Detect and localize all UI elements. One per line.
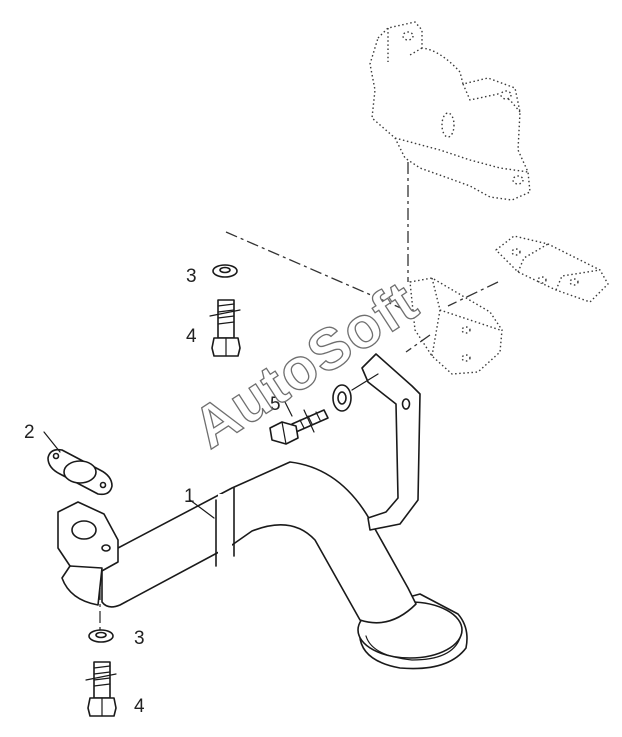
washer-lower bbox=[88, 629, 114, 643]
gasket bbox=[47, 448, 113, 496]
bolt-upper bbox=[209, 299, 241, 357]
mount-block-ghost bbox=[409, 277, 503, 375]
suction-pipe bbox=[57, 353, 468, 670]
bolt-lower bbox=[85, 661, 117, 717]
leader-lines bbox=[43, 399, 293, 519]
callout-washer-lower: 3 bbox=[134, 628, 145, 649]
bearing-cap-outline bbox=[369, 21, 531, 201]
callout-bolt-upper: 4 bbox=[186, 326, 197, 347]
bolt-axis-line bbox=[351, 373, 379, 391]
callout-washer-upper: 3 bbox=[186, 266, 197, 287]
washer-middle bbox=[332, 384, 352, 412]
bracket-ghost-right bbox=[495, 235, 609, 303]
washer-upper bbox=[212, 264, 238, 278]
watermark: AutoSoft bbox=[182, 269, 429, 461]
callout-bolt-lower: 4 bbox=[134, 696, 145, 717]
bolt-middle bbox=[269, 409, 329, 445]
callout-bolt-middle: 5 bbox=[270, 394, 281, 415]
callout-pipe: 1 bbox=[184, 486, 195, 507]
callout-gasket: 2 bbox=[24, 422, 35, 443]
